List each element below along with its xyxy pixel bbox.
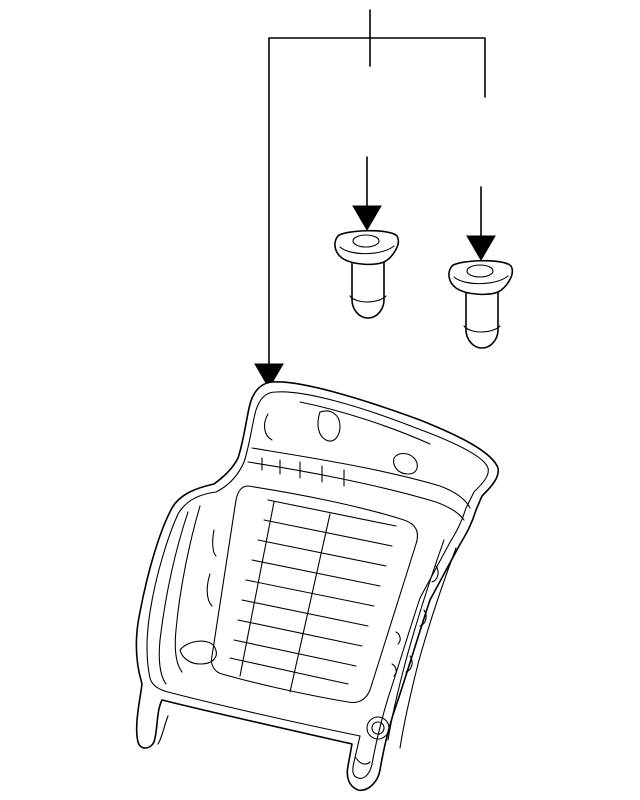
callout-bracket bbox=[268, 37, 486, 367]
arrow-down-icon bbox=[254, 363, 284, 389]
callout-leader-lines bbox=[268, 9, 486, 367]
headrest-guide-left bbox=[334, 229, 400, 319]
headrest-guide-icon bbox=[334, 229, 400, 319]
headrest-guide-icon bbox=[448, 259, 514, 349]
headrest-guide-right bbox=[448, 259, 514, 349]
seat-back-frame bbox=[135, 381, 500, 792]
arrow-down-icon bbox=[352, 205, 382, 231]
seat-back-frame-icon bbox=[135, 381, 500, 792]
panel-grid bbox=[229, 499, 397, 693]
arrow-down-icon bbox=[466, 235, 496, 261]
arrowheads bbox=[254, 205, 496, 389]
